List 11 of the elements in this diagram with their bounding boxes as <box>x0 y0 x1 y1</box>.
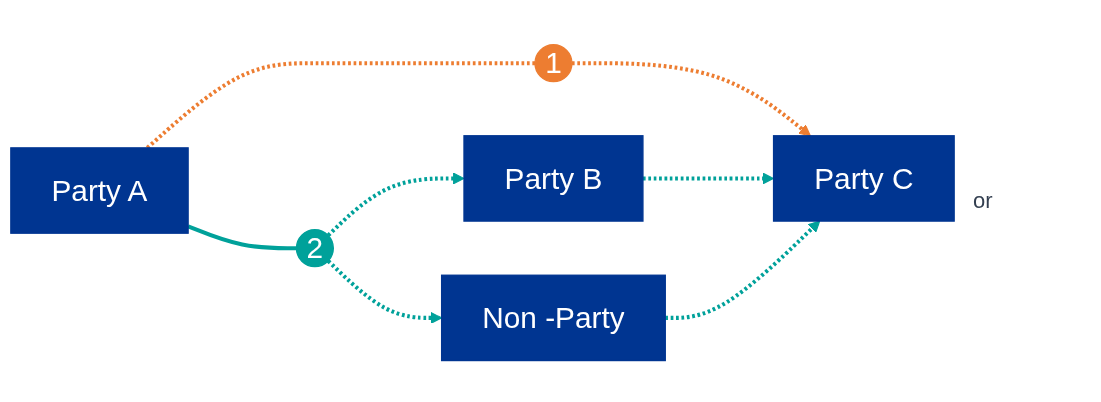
connector <box>145 61 535 150</box>
arrow <box>571 61 811 137</box>
node-circle: 1 <box>534 44 573 83</box>
arrow <box>326 172 465 238</box>
node-box: Party A <box>10 147 189 235</box>
node-box: Non -Party <box>440 274 666 362</box>
note-text: or <box>973 188 994 214</box>
node-circle: 2 <box>295 229 334 268</box>
node-box: Party B <box>463 135 644 223</box>
node-box: Party C <box>772 135 955 223</box>
arrow <box>665 220 821 321</box>
